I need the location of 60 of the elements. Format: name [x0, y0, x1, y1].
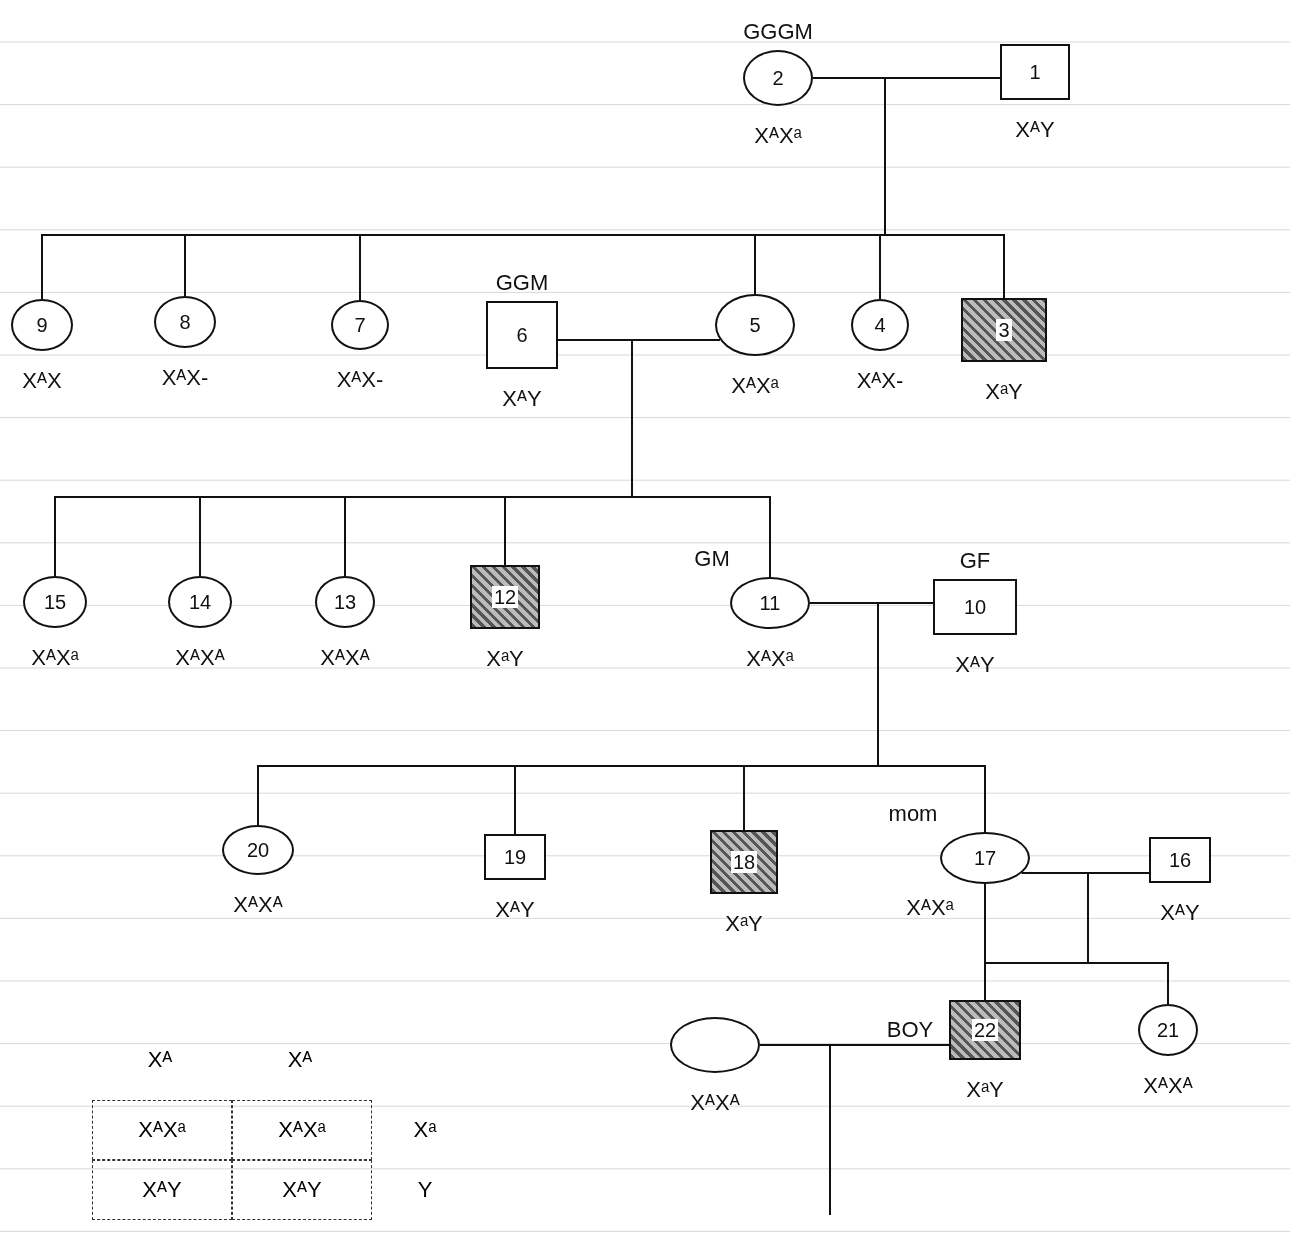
circle-symbol — [315, 576, 375, 628]
circle-symbol — [154, 296, 216, 348]
name-label: GGGM — [743, 19, 813, 45]
allele-label: Xᴬ — [287, 1047, 313, 1073]
punnett-cell: XᴬXᵃ — [232, 1100, 372, 1160]
genotype-label: XᴬX- — [336, 367, 384, 393]
node-number: 12 — [491, 586, 519, 608]
shaded-square-symbol — [470, 565, 540, 629]
genotype-label: XᴬXᴬ — [690, 1090, 740, 1116]
genotype-label: XᴬY — [502, 386, 542, 412]
genotype-label: XᵃY — [985, 379, 1023, 405]
name-label: BOY — [886, 1017, 934, 1043]
shaded-square-symbol — [710, 830, 778, 894]
name-label: GF — [959, 548, 991, 574]
pedigree-line — [984, 883, 986, 1001]
genotype-label: XᴬXᴬ — [320, 645, 370, 671]
circle-symbol — [1138, 1004, 1198, 1056]
circle-symbol — [851, 299, 909, 351]
circle-symbol — [168, 576, 232, 628]
genotype-label: XᵃY — [486, 646, 524, 672]
punnett-cell: XᴬY — [92, 1160, 232, 1220]
node-number: 3 — [996, 319, 1012, 341]
genotype-label: XᵃY — [966, 1077, 1004, 1103]
genotype-label: XᴬY — [1015, 117, 1055, 143]
punnett-cell: XᴬXᵃ — [92, 1100, 232, 1160]
genotype-label: XᴬXᴬ — [233, 892, 283, 918]
genotype-label: XᴬX- — [856, 368, 904, 394]
genotype-label: XᴬY — [955, 652, 995, 678]
genotype-label: XᴬXᵃ — [906, 895, 954, 921]
circle-symbol — [331, 300, 389, 350]
square-symbol — [933, 579, 1017, 635]
pedigree-line — [759, 1044, 831, 1216]
genotype-label: XᴬXᵃ — [746, 646, 794, 672]
node-number: 18 — [730, 851, 758, 873]
square-symbol — [486, 301, 558, 369]
genotype-label: XᴬXᴬ — [175, 645, 225, 671]
square-symbol — [484, 834, 546, 880]
name-label: GGM — [495, 270, 549, 296]
allele-label: Xᴬ — [147, 1047, 173, 1073]
genotype-label: XᴬXᵃ — [731, 373, 779, 399]
allele-label: Y — [417, 1177, 433, 1203]
node-number: 22 — [971, 1019, 999, 1041]
genotype-label: XᴬXᵃ — [31, 645, 79, 671]
name-label: mom — [888, 801, 938, 827]
genotype-label: XᴬXᴬ — [1143, 1073, 1193, 1099]
genotype-label: XᴬX- — [161, 365, 209, 391]
circle-symbol — [23, 576, 87, 628]
name-label: GM — [694, 546, 730, 572]
genotype-label: XᵃY — [725, 911, 763, 937]
shaded-square-symbol — [949, 1000, 1021, 1060]
circle-symbol — [11, 299, 73, 351]
genotype-label: XᴬX — [22, 368, 62, 394]
genotype-label: XᴬY — [495, 897, 535, 923]
shaded-square-symbol — [961, 298, 1047, 362]
allele-label: Xᵃ — [413, 1117, 437, 1143]
square-symbol — [1149, 837, 1211, 883]
square-symbol — [1000, 44, 1070, 100]
genotype-label: XᴬY — [1160, 900, 1200, 926]
genotype-label: XᴬXᵃ — [754, 123, 802, 149]
punnett-cell: XᴬY — [232, 1160, 372, 1220]
